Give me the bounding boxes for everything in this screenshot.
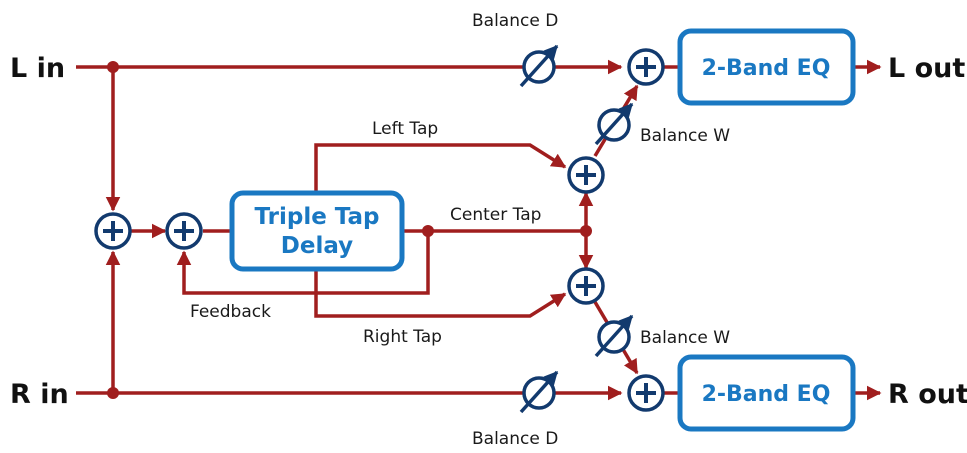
balance-w-bottom-knob-icon: [594, 314, 634, 358]
balance-d-bottom-label: Balance D: [472, 429, 558, 449]
feedback-line: [176, 231, 430, 295]
balance-w-top-knob-icon: [594, 102, 634, 146]
delay-block-label-line1: Triple Tap: [254, 204, 379, 230]
eq-block-bottom: 2-Band EQ: [677, 354, 856, 432]
balance-w-top-label: Balance W: [640, 126, 730, 146]
feedback-sum-icon: [165, 212, 203, 250]
output-sum-top-icon: [627, 48, 665, 86]
r-in-label: R in: [10, 379, 69, 410]
center-tap-label: Center Tap: [450, 205, 541, 225]
balance-w-bottom-label: Balance W: [640, 328, 730, 348]
eq-block-top: 2-Band EQ: [677, 28, 856, 106]
balance-d-bottom-knob-icon: [519, 370, 559, 414]
l-out-label: L out: [888, 53, 965, 84]
tap-sum-bottom-icon: [567, 267, 605, 305]
junction-dot: [422, 225, 434, 237]
right-tap-label: Right Tap: [363, 327, 442, 347]
junction-dot: [107, 387, 119, 399]
input-sum-icon: [94, 212, 132, 250]
balance-d-top-label: Balance D: [472, 11, 558, 31]
r-out-label: R out: [888, 379, 967, 410]
delay-block: Triple Tap Delay: [229, 190, 405, 272]
level-controls: [519, 44, 634, 414]
sum-nodes: [94, 48, 665, 412]
right-tap-line: [314, 270, 567, 318]
eq-top-label: 2-Band EQ: [702, 56, 831, 81]
balance-d-top-knob-icon: [519, 44, 559, 88]
delay-block-label-line2: Delay: [281, 233, 353, 259]
left-tap-label: Left Tap: [372, 119, 438, 139]
tap-sum-top-icon: [567, 156, 605, 194]
output-sum-bottom-icon: [627, 374, 665, 412]
left-tap-line: [314, 143, 567, 192]
junction-dot: [580, 225, 592, 237]
l-in-label: L in: [10, 53, 65, 84]
feedback-label: Feedback: [190, 302, 271, 322]
eq-bottom-label: 2-Band EQ: [702, 382, 831, 407]
junction-dot: [107, 61, 119, 73]
junctions: [107, 61, 592, 399]
